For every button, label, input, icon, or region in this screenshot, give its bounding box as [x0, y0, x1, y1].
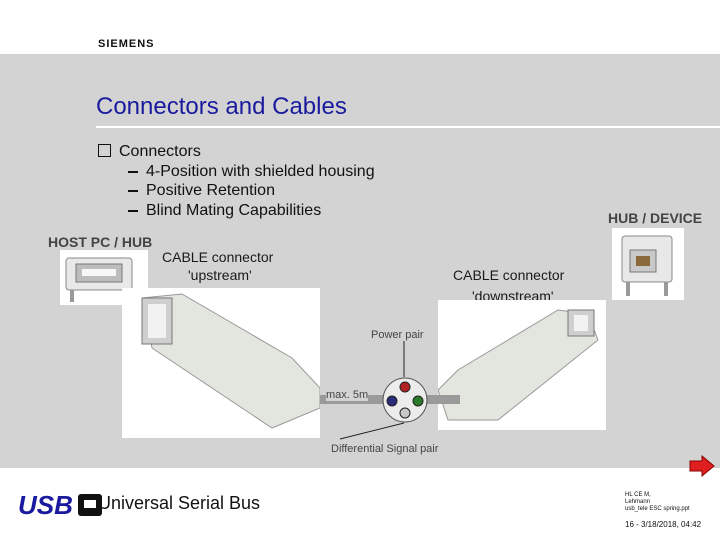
- usb-logo: USB: [18, 490, 102, 520]
- footer-page-info: 16 - 3/18/2018, 04:42: [625, 520, 702, 529]
- device-receptacle-icon: [621, 235, 673, 296]
- cable-diagram: [320, 341, 460, 440]
- usb-logo-text: USB: [18, 490, 73, 520]
- upstream-label-line1: CABLE connector: [162, 249, 274, 265]
- hub-device-label: HUB / DEVICE: [608, 210, 703, 226]
- checkbox-bullet-icon: [98, 144, 111, 157]
- upstream-label-line2: 'upstream': [188, 267, 252, 283]
- footer-meta: HL CE M, Lehmann usb_tele ESC spring.ppt: [625, 492, 690, 512]
- differential-pair-label: Differential Signal pair: [331, 443, 439, 455]
- section-heading: Connectors: [98, 143, 201, 161]
- downstream-label-line1: CABLE connector: [453, 267, 565, 283]
- bullet-item: 4-Position with shielded housing: [128, 163, 375, 181]
- host-receptacle-icon: [65, 257, 133, 302]
- host-label: HOST PC / HUB: [48, 234, 153, 250]
- upstream-cable-image: [122, 288, 321, 438]
- bullet-item: Blind Mating Capabilities: [128, 202, 321, 220]
- max-length-label: max. 5m: [326, 389, 369, 401]
- device-receptacle-image: [612, 228, 684, 300]
- slide-title: Connectors and Cables: [96, 93, 347, 120]
- brand-logo: SIEMENS: [98, 38, 155, 50]
- footer-band: [0, 468, 720, 540]
- top-band: [0, 0, 720, 54]
- upstream-plug-icon: [141, 293, 321, 429]
- title-divider: [96, 126, 720, 128]
- power-pair-label: Power pair: [371, 329, 424, 341]
- downstream-plug-icon: [437, 309, 599, 421]
- footer-title: Universal Serial Bus: [98, 493, 261, 513]
- next-slide-arrow-icon[interactable]: [688, 455, 716, 477]
- downstream-cable-image: [437, 300, 606, 430]
- bullet-item: Positive Retention: [128, 182, 275, 200]
